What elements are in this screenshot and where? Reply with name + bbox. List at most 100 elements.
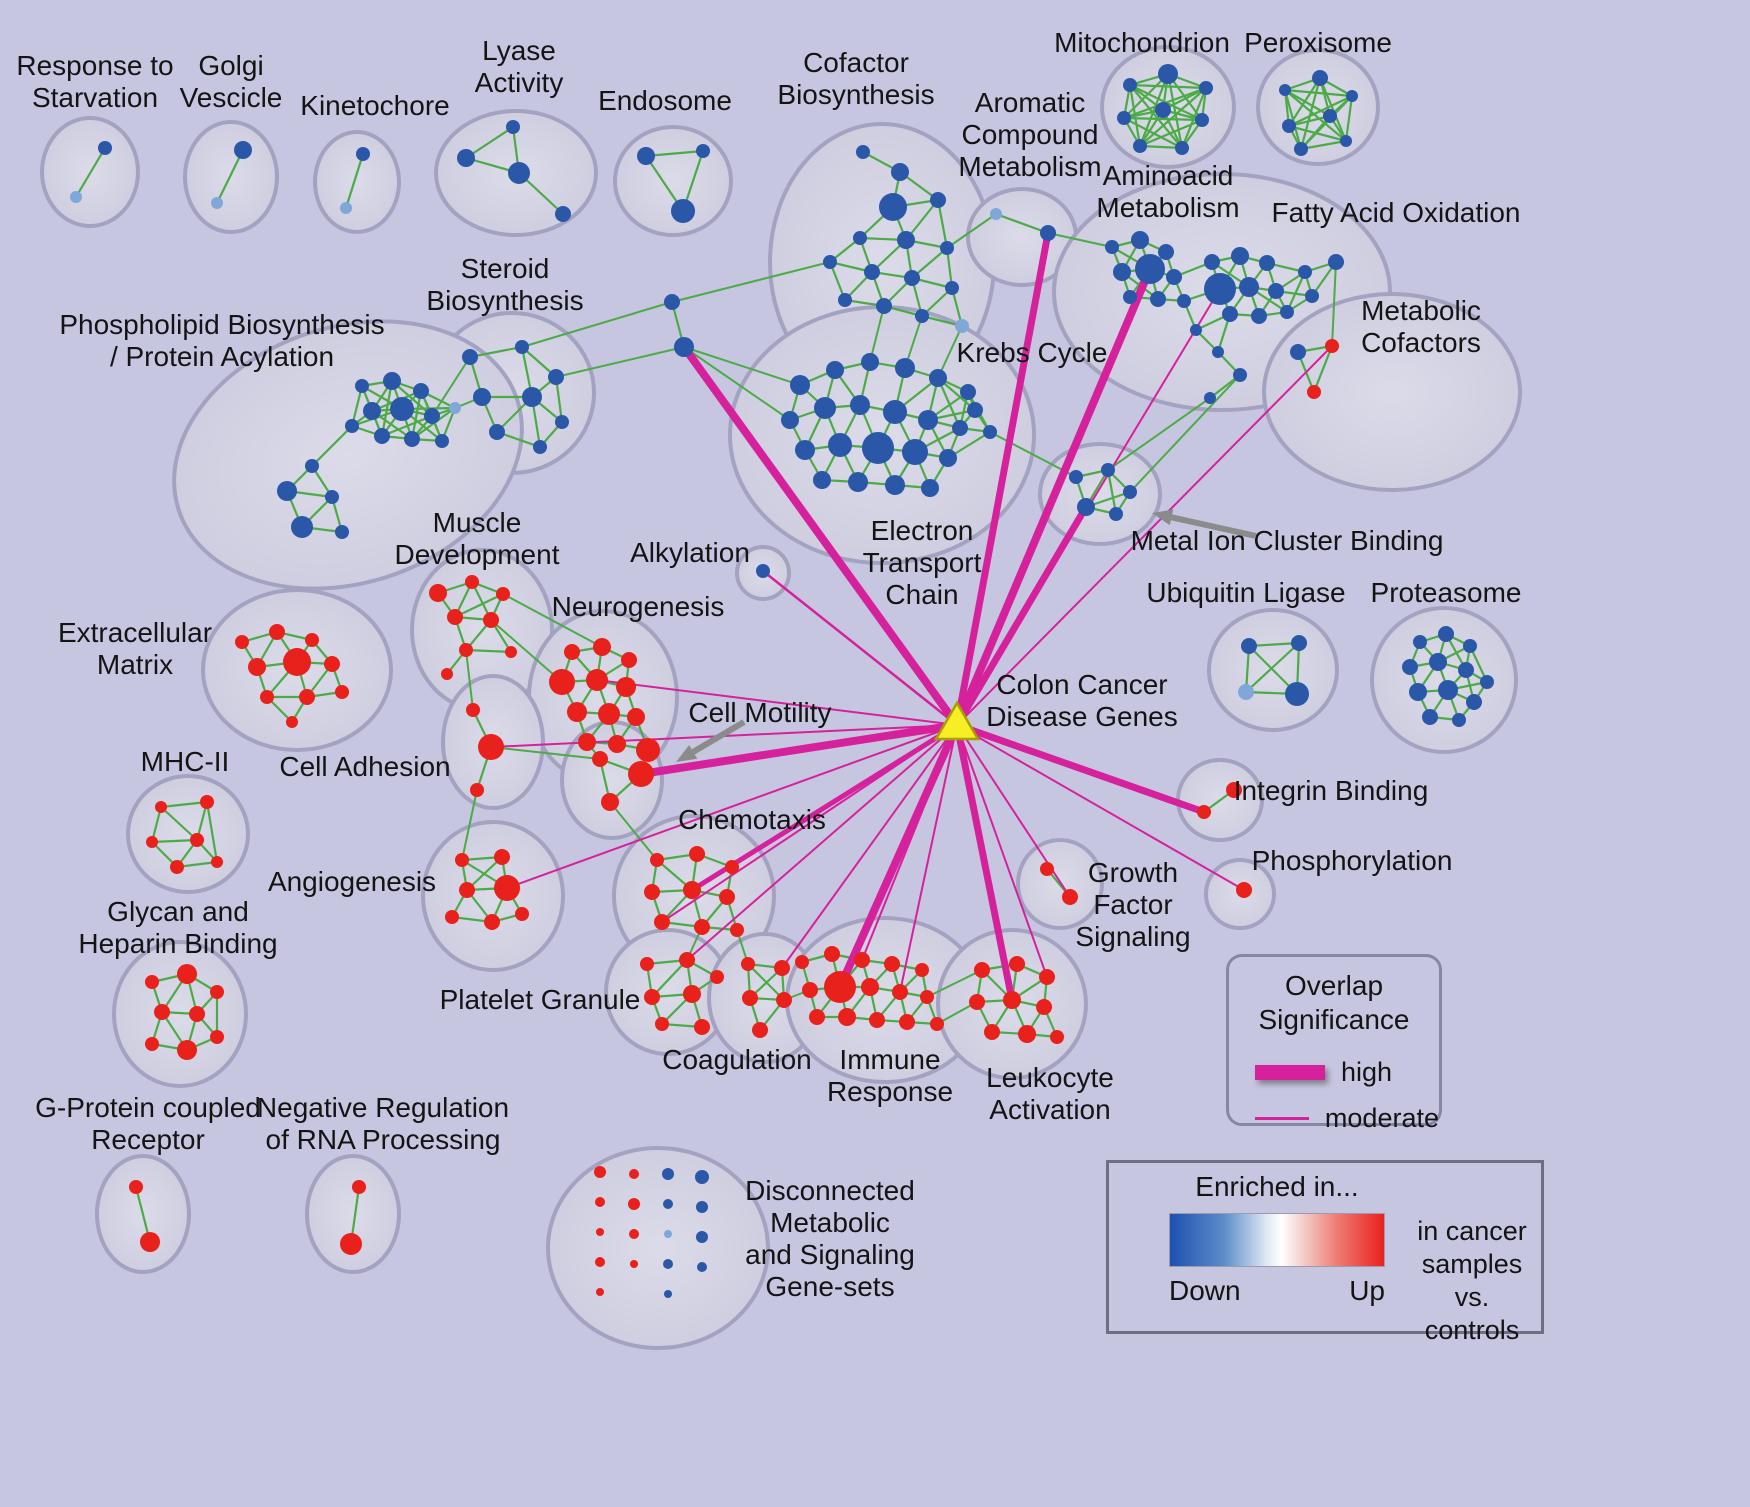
gene-set-node-aminoacid-fattyacid-metabolism[interactable] xyxy=(1150,291,1166,307)
gene-set-node-muscle-development[interactable] xyxy=(505,646,517,658)
gene-set-node-electron-transport-chain-krebs[interactable] xyxy=(848,472,868,492)
gene-set-node-electron-transport-chain-krebs[interactable] xyxy=(895,358,915,378)
gene-set-node-mhc-ii[interactable] xyxy=(200,795,214,809)
gene-set-node-immune-response[interactable] xyxy=(869,1012,885,1028)
gene-set-node-neurogenesis[interactable] xyxy=(593,638,611,656)
gene-set-node-electron-transport-chain-krebs[interactable] xyxy=(883,400,907,424)
gene-set-node-electron-transport-chain-krebs[interactable] xyxy=(929,369,947,387)
gene-set-node-cell-motility[interactable] xyxy=(601,793,619,811)
gene-set-node-neurogenesis[interactable] xyxy=(586,669,608,691)
gene-set-node-aminoacid-fattyacid-metabolism[interactable] xyxy=(1105,240,1119,254)
gene-set-node-proteasome[interactable] xyxy=(1422,709,1438,725)
gene-set-node-cofactor-biosynthesis[interactable] xyxy=(853,231,867,245)
gene-set-node-steroid-biosynthesis[interactable] xyxy=(533,440,547,454)
gene-set-node-neurogenesis[interactable] xyxy=(578,733,596,751)
gene-set-node-bridge-nodes[interactable] xyxy=(664,294,680,310)
gene-set-node-cofactor-biosynthesis[interactable] xyxy=(945,281,959,295)
gene-set-node-growth-factor-signaling[interactable] xyxy=(1062,889,1078,905)
gene-set-node-ubiquitin-ligase[interactable] xyxy=(1241,638,1257,654)
gene-set-node-leukocyte-activation[interactable] xyxy=(974,962,990,978)
gene-set-node-phospholipid-biosynthesis[interactable] xyxy=(404,431,420,447)
gene-set-node-proteasome[interactable] xyxy=(1413,635,1427,649)
gene-set-node-immune-response[interactable] xyxy=(809,1009,825,1025)
gene-set-node-electron-transport-chain-krebs[interactable] xyxy=(960,384,976,400)
gene-set-node-aminoacid-fattyacid-metabolism[interactable] xyxy=(1233,368,1247,382)
gene-set-node-cofactor-biosynthesis[interactable] xyxy=(904,270,920,286)
gene-set-node-lyase-activity[interactable] xyxy=(506,120,520,134)
gene-set-node-proteasome[interactable] xyxy=(1452,713,1466,727)
gene-set-node-mhc-ii[interactable] xyxy=(190,833,204,847)
gene-set-node-immune-response[interactable] xyxy=(920,990,934,1004)
gene-set-node-peroxisome[interactable] xyxy=(1340,135,1352,147)
gene-set-node-leukocyte-activation[interactable] xyxy=(1036,999,1052,1015)
gene-set-node-golgi-vescicle[interactable] xyxy=(211,197,223,209)
gene-set-node-integrin-binding[interactable] xyxy=(1226,782,1242,798)
gene-set-node-disconnected-gene-sets[interactable] xyxy=(663,1259,673,1269)
gene-set-node-disconnected-gene-sets[interactable] xyxy=(696,1201,708,1213)
gene-set-node-cofactor-biosynthesis[interactable] xyxy=(823,255,837,269)
gene-set-node-cofactor-biosynthesis[interactable] xyxy=(876,298,892,314)
gene-set-node-aminoacid-fattyacid-metabolism[interactable] xyxy=(1268,283,1284,299)
gene-set-node-aminoacid-fattyacid-metabolism[interactable] xyxy=(1135,254,1165,284)
gene-set-node-chemotaxis[interactable] xyxy=(683,881,701,899)
gene-set-node-peroxisome[interactable] xyxy=(1279,84,1291,96)
gene-set-node-angiogenesis[interactable] xyxy=(494,849,510,865)
gene-set-node-lyase-activity[interactable] xyxy=(508,162,530,184)
gene-set-node-angiogenesis[interactable] xyxy=(515,907,529,921)
gene-set-node-immune-response[interactable] xyxy=(854,952,870,968)
gene-set-node-aminoacid-fattyacid-metabolism[interactable] xyxy=(1239,277,1259,297)
gene-set-node-proteasome[interactable] xyxy=(1466,694,1482,710)
gene-set-node-leukocyte-activation[interactable] xyxy=(1050,1030,1064,1044)
gene-set-node-disconnected-gene-sets[interactable] xyxy=(663,1199,673,1209)
gene-set-node-steroid-biosynthesis[interactable] xyxy=(515,340,529,354)
gene-set-node-coagulation[interactable] xyxy=(741,957,755,971)
gene-set-node-metal-ion-cluster-binding[interactable] xyxy=(1077,498,1095,516)
gene-set-node-extracellular-matrix[interactable] xyxy=(269,624,285,640)
gene-set-node-glycan-heparin-binding[interactable] xyxy=(210,1030,224,1044)
gene-set-node-neurogenesis[interactable] xyxy=(598,703,620,725)
gene-set-node-immune-response[interactable] xyxy=(802,982,818,998)
gene-set-node-aminoacid-fattyacid-metabolism[interactable] xyxy=(1113,263,1131,281)
gene-set-node-aromatic-compound-metabolism[interactable] xyxy=(1040,225,1056,241)
gene-set-node-ubiquitin-ligase[interactable] xyxy=(1291,635,1307,651)
gene-set-node-aminoacid-fattyacid-metabolism[interactable] xyxy=(1231,247,1249,265)
gene-set-node-chemotaxis[interactable] xyxy=(644,884,660,900)
gene-set-node-steroid-biosynthesis[interactable] xyxy=(555,415,569,429)
gene-set-node-mhc-ii[interactable] xyxy=(211,856,223,868)
gene-set-node-leukocyte-activation[interactable] xyxy=(1003,991,1021,1009)
gene-set-node-phospholipid-biosynthesis[interactable] xyxy=(390,397,414,421)
gene-set-node-aminoacid-fattyacid-metabolism[interactable] xyxy=(1190,324,1202,336)
gene-set-node-mitochondrion[interactable] xyxy=(1158,64,1178,84)
gene-set-node-immune-response[interactable] xyxy=(884,956,900,972)
gene-set-node-phospholipid-biosynthesis[interactable] xyxy=(383,372,401,390)
gene-set-node-extracellular-matrix[interactable] xyxy=(260,690,274,704)
gene-set-node-platelet-granule[interactable] xyxy=(644,989,660,1005)
gene-set-node-phospholipid-biosynthesis[interactable] xyxy=(374,428,390,444)
gene-set-node-electron-transport-chain-krebs[interactable] xyxy=(795,440,815,460)
gene-set-node-chemotaxis[interactable] xyxy=(654,914,670,930)
gene-set-node-neurogenesis[interactable] xyxy=(567,702,587,722)
gene-set-node-leukocyte-activation[interactable] xyxy=(984,1024,1000,1040)
gene-set-node-immune-response[interactable] xyxy=(861,978,879,996)
gene-set-node-bridge-nodes[interactable] xyxy=(674,337,694,357)
gene-set-node-aminoacid-fattyacid-metabolism[interactable] xyxy=(1131,231,1149,249)
gene-set-node-proteasome[interactable] xyxy=(1463,639,1477,653)
gene-set-node-glycan-heparin-binding[interactable] xyxy=(177,964,197,984)
gene-set-node-phospholipid-biosynthesis[interactable] xyxy=(345,419,359,433)
gene-set-node-endosome[interactable] xyxy=(671,199,695,223)
gene-set-node-electron-transport-chain-krebs[interactable] xyxy=(861,353,879,371)
gene-set-node-electron-transport-chain-krebs[interactable] xyxy=(781,411,799,429)
gene-set-node-aminoacid-fattyacid-metabolism[interactable] xyxy=(1259,255,1275,271)
gene-set-node-mitochondrion[interactable] xyxy=(1199,81,1213,95)
gene-set-node-kinetochore[interactable] xyxy=(356,147,370,161)
gene-set-node-phospholipid-biosynthesis[interactable] xyxy=(435,434,449,448)
gene-set-node-glycan-heparin-binding[interactable] xyxy=(189,1006,205,1022)
gene-set-node-cell-motility[interactable] xyxy=(592,751,608,767)
gene-set-node-proteasome[interactable] xyxy=(1402,659,1418,675)
gene-set-node-aminoacid-fattyacid-metabolism[interactable] xyxy=(1298,265,1312,279)
gene-set-node-chemotaxis[interactable] xyxy=(730,923,744,937)
gene-set-node-aminoacid-fattyacid-metabolism[interactable] xyxy=(1204,392,1216,404)
gene-set-node-neurogenesis[interactable] xyxy=(616,677,636,697)
gene-set-node-phospholipid-biosynthesis[interactable] xyxy=(305,459,319,473)
gene-set-node-kinetochore[interactable] xyxy=(340,202,352,214)
